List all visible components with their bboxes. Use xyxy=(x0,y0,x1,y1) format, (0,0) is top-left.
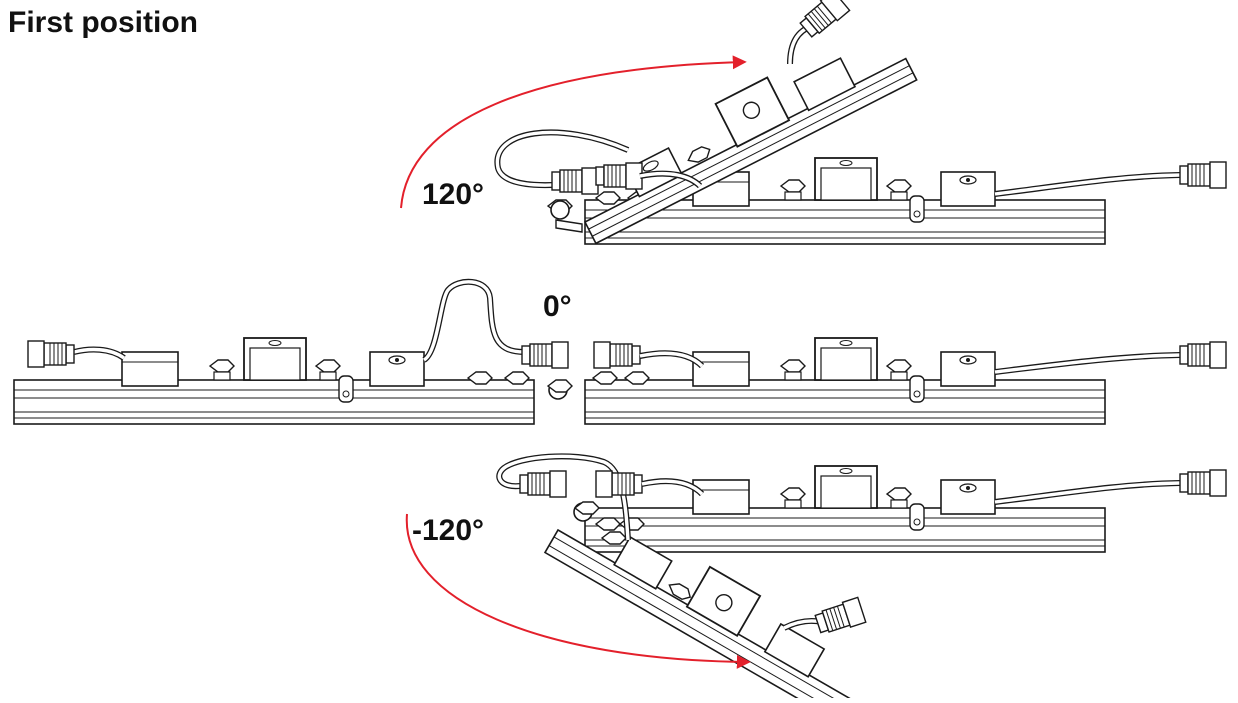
bottom-assembly xyxy=(496,453,1227,703)
angle-label-middle: 0° xyxy=(543,290,572,323)
rotation-arrow-bottom xyxy=(405,513,751,669)
rotation-arrow-top xyxy=(400,55,747,209)
angle-label-top: 120° xyxy=(422,178,485,211)
angle-label-bottom: -120° xyxy=(412,514,485,547)
middle-assembly xyxy=(13,278,1227,425)
diagram-title: First position xyxy=(8,6,198,39)
top-assembly xyxy=(494,0,1227,245)
